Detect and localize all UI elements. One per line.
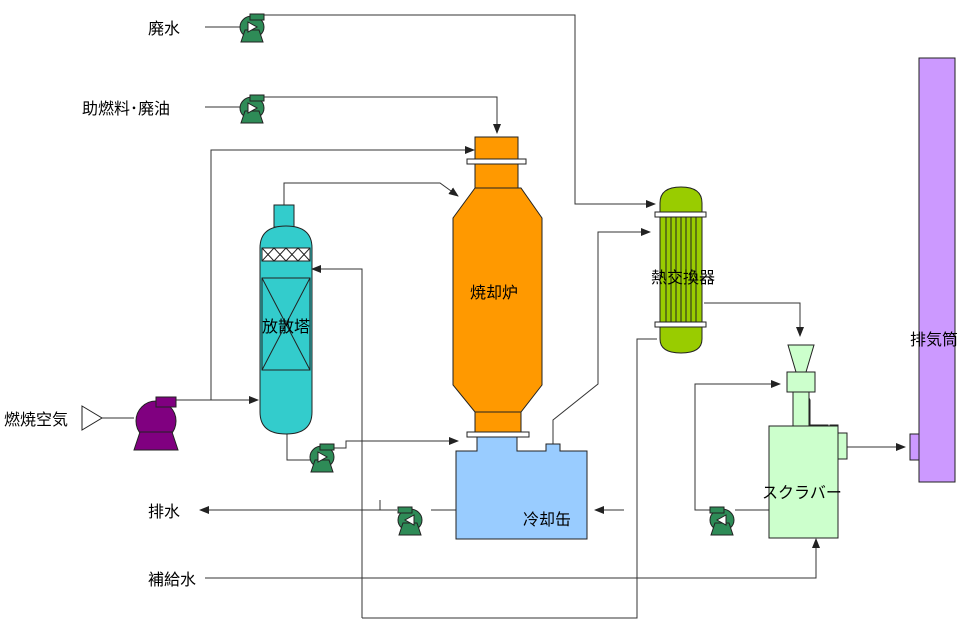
combustion-air-blower [81, 396, 179, 451]
cooling-tank: 冷却缶 [455, 436, 588, 540]
makeup-water-label: 補給水 [148, 570, 196, 589]
aux-fuel-label: 助燃料･廃油 [82, 99, 170, 118]
stack-body [918, 57, 956, 483]
stripper-tower: 放散塔 [259, 204, 313, 435]
pump-drain [397, 506, 423, 536]
pump-stripper-bottoms [309, 443, 335, 473]
pump-waste-water [239, 13, 265, 43]
combustion-air-label: 燃焼空気 [4, 410, 68, 429]
scrubber: スクラバー [762, 344, 848, 539]
scrubber-label: スクラバー [762, 483, 842, 502]
stack-label: 排気筒 [910, 330, 958, 349]
incinerator: 焼却炉 [452, 136, 543, 438]
cooling-tank-label: 冷却缶 [523, 510, 571, 529]
drain-label: 排水 [148, 502, 180, 521]
scrubber-body [768, 425, 839, 539]
pump-aux-fuel [239, 94, 265, 124]
incinerator-label: 焼却炉 [470, 283, 518, 302]
pump-scrubber-recycle [709, 506, 735, 536]
heat-exchanger: 熱交換器 [651, 186, 715, 354]
exhaust-stack: 排気筒 [909, 57, 958, 483]
waste-water-label: 廃水 [148, 19, 180, 38]
stripper-label: 放散塔 [262, 317, 310, 336]
cooling-tank-body [455, 436, 588, 540]
heat-exchanger-label: 熱交換器 [651, 268, 715, 287]
